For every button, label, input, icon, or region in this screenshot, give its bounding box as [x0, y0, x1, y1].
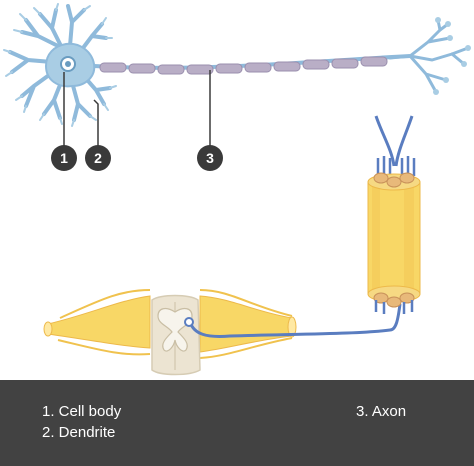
dendrites — [8, 4, 112, 122]
marker-3: 3 — [197, 145, 223, 171]
legend-item-axon: 3. Axon — [356, 403, 407, 420]
spinal-nerve — [43, 289, 402, 376]
marker-2: 2 — [85, 145, 111, 171]
legend-item-cell-body: 1. Cell body — [42, 403, 122, 420]
legend-item-dendrite: 2. Dendrite — [42, 424, 116, 441]
neuron-diagram: 1 2 3 — [3, 3, 471, 376]
legend-panel: 1. Cell body 2. Dendrite 3. Axon — [0, 380, 474, 466]
axon-terminals — [388, 18, 470, 94]
marker-2-label: 2 — [94, 150, 102, 166]
marker-leaders — [63, 70, 211, 146]
marker-1: 1 — [51, 145, 77, 171]
marker-3-label: 3 — [206, 150, 214, 166]
nerve-fascicle — [367, 115, 421, 314]
myelin-sheath — [99, 56, 388, 75]
marker-1-label: 1 — [60, 150, 68, 166]
neuron — [3, 3, 471, 127]
